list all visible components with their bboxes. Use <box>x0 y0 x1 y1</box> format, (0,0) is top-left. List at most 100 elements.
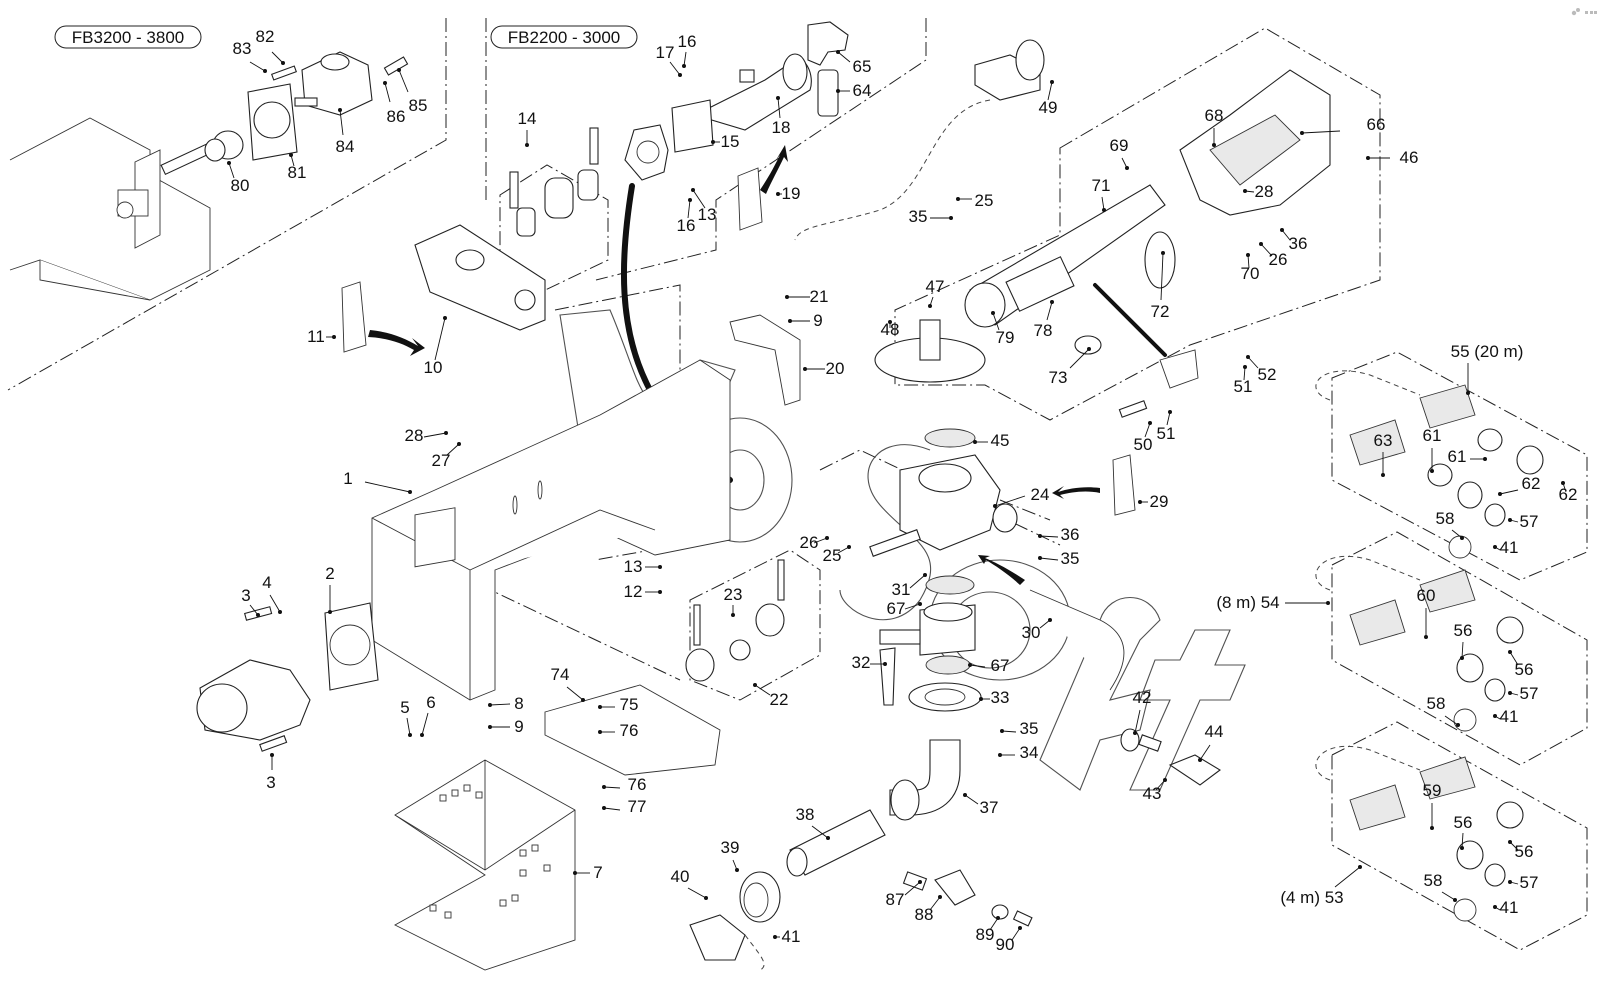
callout-leader <box>489 703 511 706</box>
callout-leader <box>683 51 687 67</box>
flange-81 <box>247 83 298 161</box>
callout-label: 67 <box>887 599 906 618</box>
callout-dot <box>1358 865 1362 869</box>
pump-housing-18 <box>693 53 812 131</box>
callout-c82: 82 <box>256 27 285 65</box>
callout-dot <box>923 573 927 577</box>
callout-leader <box>1039 557 1059 561</box>
callout-label: 35 <box>1061 549 1080 568</box>
callout-leader <box>1166 411 1171 426</box>
group-fb2200-outline <box>485 18 927 281</box>
plate-15 <box>671 99 714 153</box>
callout-label: 71 <box>1092 176 1111 195</box>
callout-leader <box>992 312 1000 331</box>
callout-c39: 39 <box>721 838 740 872</box>
callout-label: 37 <box>980 798 999 817</box>
callout-label: 3 <box>241 586 250 605</box>
callout-leader <box>446 443 460 456</box>
callout-dot <box>1561 481 1565 485</box>
callout-dot <box>825 536 829 540</box>
callout-leader <box>904 881 921 896</box>
callout-label: 61 <box>1423 426 1442 445</box>
callout-label: 60 <box>1417 586 1436 605</box>
callout-dot <box>602 806 606 810</box>
callout-c89: 89 <box>976 916 1000 944</box>
callout-dot <box>776 192 780 196</box>
callout-label: 83 <box>233 39 252 58</box>
callout-leader <box>1134 709 1141 734</box>
callout-dot <box>731 613 735 617</box>
callout-label: 62 <box>1559 485 1578 504</box>
callout-c53: (4 m) 53 <box>1280 865 1362 907</box>
callout-dot <box>1508 650 1512 654</box>
callout-label: 41 <box>1500 707 1519 726</box>
callout-label: 67 <box>991 656 1010 675</box>
callout-c23: 23 <box>724 585 742 617</box>
callout-dot <box>1038 556 1042 560</box>
hose-kit-53 <box>1315 745 1524 922</box>
callout-label: 50 <box>1134 435 1153 454</box>
callout-c29: 29 <box>1138 492 1168 511</box>
callout-leader <box>1451 529 1463 539</box>
callout-label: 27 <box>432 451 451 470</box>
callout-label: 39 <box>721 838 740 857</box>
frame-fb3200 <box>9 117 211 301</box>
callout-c64: 64 <box>836 81 871 100</box>
cable-78 <box>1093 283 1167 357</box>
callout-dot <box>1243 189 1247 193</box>
callout-c35c: 35 <box>1000 719 1038 738</box>
callout-label: 28 <box>405 426 424 445</box>
callout-c83: 83 <box>233 39 267 73</box>
callout-leader <box>566 686 584 701</box>
callout-dot <box>847 545 851 549</box>
callout-c35b: 35 <box>1038 549 1079 568</box>
callout-label: 10 <box>424 358 443 377</box>
callout-dot <box>598 730 602 734</box>
callout-label: 73 <box>1049 368 1068 387</box>
callout-c47: 47 <box>926 277 944 308</box>
callout-c58c: 58 <box>1424 871 1457 902</box>
callout-dot <box>973 440 977 444</box>
callout-dot <box>688 198 692 202</box>
adapter-plate <box>624 124 669 181</box>
callout-dot <box>1048 618 1052 622</box>
callout-c58a: 58 <box>1436 509 1464 540</box>
callout-dot <box>1430 826 1434 830</box>
callout-dot <box>711 140 715 144</box>
callout-c57c: 57 <box>1508 873 1538 892</box>
callout-dot <box>408 490 412 494</box>
callout-leader <box>837 546 850 554</box>
callout-label: 51 <box>1157 424 1176 443</box>
callout-label: 5 <box>400 698 409 717</box>
callout-leader <box>434 317 446 361</box>
callout-leader <box>1199 744 1211 761</box>
nipple-87 <box>902 871 928 891</box>
callout-c79: 79 <box>991 311 1014 347</box>
seal-45 <box>924 428 976 448</box>
callout-label: 59 <box>1423 781 1442 800</box>
callout-label: 52 <box>1258 365 1277 384</box>
callout-leader <box>1155 779 1166 791</box>
callout-c66: 66 <box>1300 115 1385 135</box>
callout-label: (8 m) 54 <box>1216 593 1279 612</box>
callout-c19: 19 <box>776 184 800 203</box>
callout-dot <box>256 613 260 617</box>
callout-dot <box>332 335 336 339</box>
callout-dot <box>328 610 332 614</box>
callout-leader <box>1461 641 1464 659</box>
callout-c70: 70 <box>1241 253 1259 283</box>
motor-lower <box>196 659 311 741</box>
flange-2 <box>324 602 379 691</box>
callout-label: 75 <box>620 695 639 714</box>
tee-body <box>879 602 976 656</box>
frame-assembly-outline <box>479 284 681 681</box>
callout-dot <box>408 733 412 737</box>
callout-c61b: 61 <box>1448 447 1487 466</box>
callout-dot <box>678 73 682 77</box>
callout-dot <box>658 590 662 594</box>
callout-c11: 11 <box>307 327 336 346</box>
callout-leader <box>1160 252 1164 301</box>
callout-dot <box>289 153 293 157</box>
callout-label: 48 <box>881 320 900 339</box>
callout-label: 2 <box>325 564 334 583</box>
